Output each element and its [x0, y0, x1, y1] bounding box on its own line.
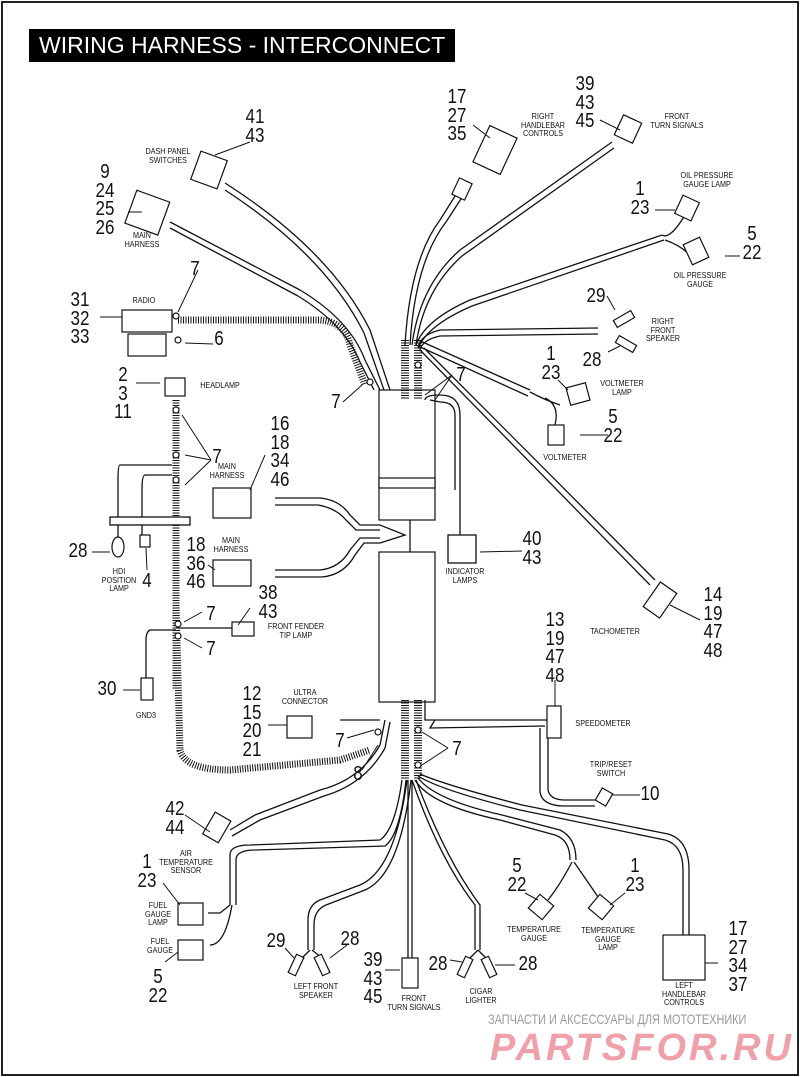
component-label: MAIN HARNESS — [209, 462, 245, 480]
callout-number: 5 22 — [603, 406, 623, 447]
callout-number: 5 22 — [148, 966, 168, 1007]
callout-number: 7 — [212, 446, 222, 468]
component-label: LEFT FRONT SPEAKER — [293, 982, 339, 1000]
callout-number: 17 27 34 37 — [728, 918, 748, 996]
callout-number: 16 18 34 46 — [270, 413, 290, 491]
callout-number: 29 — [586, 285, 606, 307]
component-label: INDICATOR LAMPS — [445, 567, 485, 585]
harness-wires — [109, 141, 691, 963]
callout-number: 1 23 — [137, 851, 157, 892]
component-label: OIL PRESSURE GAUGE — [673, 271, 727, 289]
callout-number: 39 43 45 — [363, 949, 383, 1008]
callout-number: 7 — [206, 603, 216, 625]
component-label: FRONT FENDER TIP LAMP — [267, 622, 325, 640]
component-label: VOLTMETER — [543, 453, 587, 462]
callout-number: 40 43 — [522, 528, 542, 569]
callout-number: 9 24 25 26 — [95, 161, 115, 239]
component-label: RIGHT FRONT SPEAKER — [645, 317, 681, 343]
component-label: TEMPERATURE GAUGE LAMP — [581, 926, 635, 952]
component-label: MAIN HARNESS — [124, 231, 160, 249]
component-label: AIR TEMPERATURE SENSOR — [159, 849, 213, 875]
callout-number: 7 — [452, 738, 462, 760]
callout-number: 8 — [353, 763, 363, 785]
component-label: GND3 — [135, 711, 157, 720]
callout-number: 29 — [266, 930, 286, 952]
callout-number: 1 23 — [630, 178, 650, 219]
connector-shapes — [111, 114, 710, 989]
callout-number: 7 — [335, 730, 345, 752]
callout-number: 28 — [340, 928, 360, 950]
component-label: TEMPERATURE GAUGE — [507, 925, 561, 943]
callout-number: 39 43 45 — [575, 73, 595, 132]
component-label: MAIN HARNESS — [213, 536, 249, 554]
component-label: CIGAR LIGHTER — [465, 987, 497, 1005]
callout-number: 7 — [456, 364, 466, 386]
component-label: RIGHT HANDLEBAR CONTROLS — [520, 112, 566, 138]
component-label: HDI POSITION LAMP — [101, 567, 137, 593]
component-label: FUEL GAUGE — [146, 937, 174, 955]
callout-number: 1 23 — [625, 855, 645, 896]
component-label: TACHOMETER — [590, 627, 640, 636]
main-harness-trunk — [378, 389, 436, 703]
callout-number: 7 — [190, 258, 200, 280]
watermark-logo: PARTSFOR.RU — [490, 1027, 794, 1069]
callout-number: 10 — [640, 783, 660, 805]
callout-number: 5 22 — [507, 855, 527, 896]
component-label: SPEEDOMETER — [575, 719, 631, 728]
component-label: RADIO — [132, 296, 156, 305]
callout-number: 5 22 — [742, 223, 762, 264]
callout-number: 42 44 — [165, 798, 185, 839]
callout-number: 14 19 47 48 — [703, 584, 723, 662]
callout-number: 41 43 — [245, 106, 265, 147]
callout-number: 28 — [518, 953, 538, 975]
callout-number: 30 — [97, 678, 117, 700]
callout-number: 28 — [428, 953, 448, 975]
callout-leader-lines — [92, 119, 740, 971]
watermark-text: ЗАПЧАСТИ И АКСЕССУАРЫ ДЛЯ МОТОТЕХНИКИ — [488, 1011, 747, 1027]
callout-number: 7 — [206, 638, 216, 660]
callout-number: 12 15 20 21 — [242, 683, 262, 761]
callout-number: 13 19 47 48 — [545, 609, 565, 687]
diagram-title: WIRING HARNESS - INTERCONNECT — [29, 29, 456, 62]
component-label: DASH PANEL SWITCHES — [145, 147, 191, 165]
callout-number: 38 43 — [258, 582, 278, 623]
callout-number: 28 — [68, 540, 88, 562]
component-label: TRIP/RESET SWITCH — [589, 760, 633, 778]
component-label: VOLTMETER LAMP — [600, 379, 644, 397]
component-label: FUEL GAUGE LAMP — [144, 901, 172, 927]
component-label: FRONT TURN SIGNALS — [387, 994, 441, 1012]
callout-number: 17 27 35 — [447, 86, 467, 145]
callout-number: 28 — [582, 349, 602, 371]
component-label: ULTRA CONNECTOR — [281, 688, 329, 706]
callout-number: 2 3 11 — [114, 364, 132, 423]
component-label: FRONT TURN SIGNALS — [650, 112, 704, 130]
component-label: LEFT HANDLEBAR CONTROLS — [661, 981, 707, 1007]
callout-number: 18 36 46 — [186, 534, 206, 593]
callout-number: 1 23 — [541, 343, 561, 384]
component-label: HEADLAMP — [200, 381, 240, 390]
callout-number: 7 — [331, 391, 341, 413]
callout-number: 31 32 33 — [70, 289, 90, 348]
component-label: OIL PRESSURE GAUGE LAMP — [680, 171, 734, 189]
callout-number: 4 — [142, 570, 152, 592]
callout-number: 6 — [214, 328, 224, 350]
